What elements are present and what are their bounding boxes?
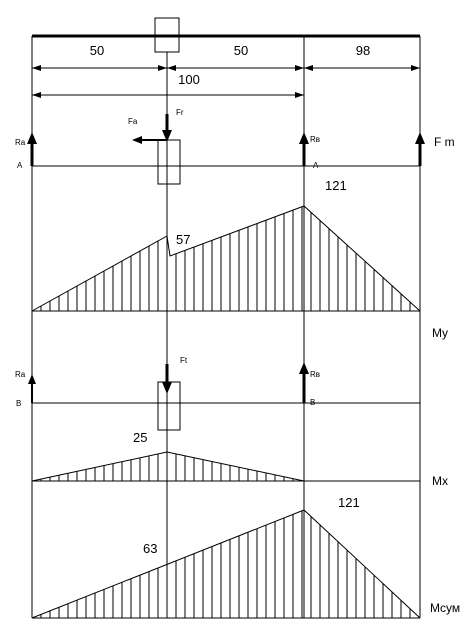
ra-arrow-x-head [28, 374, 36, 384]
msum-diagram-outline [31, 509, 421, 619]
dim-arrow-b-left [295, 65, 304, 71]
fr-label: Fr [176, 108, 184, 117]
dim-arrow-gear-left [158, 65, 167, 71]
mx-diagram-label: Mx [432, 474, 448, 488]
dim-arrow-b-right [304, 65, 313, 71]
ft-label: Ft [180, 356, 188, 365]
dim-segment-left: 50 [90, 43, 104, 58]
rb-label-y: Rв [310, 135, 320, 144]
my-diagram-outline [31, 205, 421, 312]
rb-label-x: Rв [310, 370, 320, 379]
dim-arrow-gear-right [167, 65, 176, 71]
dim-arrow-span-right [295, 92, 304, 98]
dim-arrow-span-left [32, 92, 41, 98]
msum-value-support: 121 [338, 495, 360, 510]
gear-box-x [157, 381, 181, 431]
dim-segment-right: 98 [356, 43, 370, 58]
dim-arrow-a-right [32, 65, 41, 71]
support-b-letter-left: B [16, 399, 21, 408]
gear-box-y [157, 139, 181, 185]
rb-arrow-y-head [299, 132, 309, 144]
mx-diagram-outline [31, 451, 305, 482]
dim-arrow-end-left [411, 65, 420, 71]
dim-segment-mid: 50 [234, 43, 248, 58]
fa-arrow-head [132, 136, 142, 144]
ft-arrow-head [162, 382, 172, 394]
my-diagram-label: My [432, 326, 448, 340]
support-a-letter-left: A [17, 161, 23, 170]
ra-label-x: Ra [15, 370, 26, 379]
fm-arrow-head [415, 132, 425, 144]
msum-diagram-label: Mсум [430, 601, 460, 615]
support-a-letter-right: A [313, 161, 319, 170]
my-hatching [40, 206, 420, 311]
msum-hatching [40, 510, 420, 618]
mx-value-gear: 25 [133, 430, 147, 445]
msum-value-gear: 63 [143, 541, 157, 556]
rb-arrow-x-head [299, 362, 309, 374]
support-b-letter-right: B [310, 398, 315, 407]
fa-label: Fa [128, 117, 138, 126]
ra-arrow-y-head [27, 132, 37, 144]
ra-label-y: Ra [15, 138, 26, 147]
fr-arrow-head [162, 130, 172, 142]
my-value-support: 121 [325, 178, 347, 193]
my-value-gear: 57 [176, 232, 190, 247]
mx-hatching [40, 452, 303, 481]
dim-span-total: 100 [178, 72, 200, 87]
fm-label: F m [434, 135, 455, 149]
